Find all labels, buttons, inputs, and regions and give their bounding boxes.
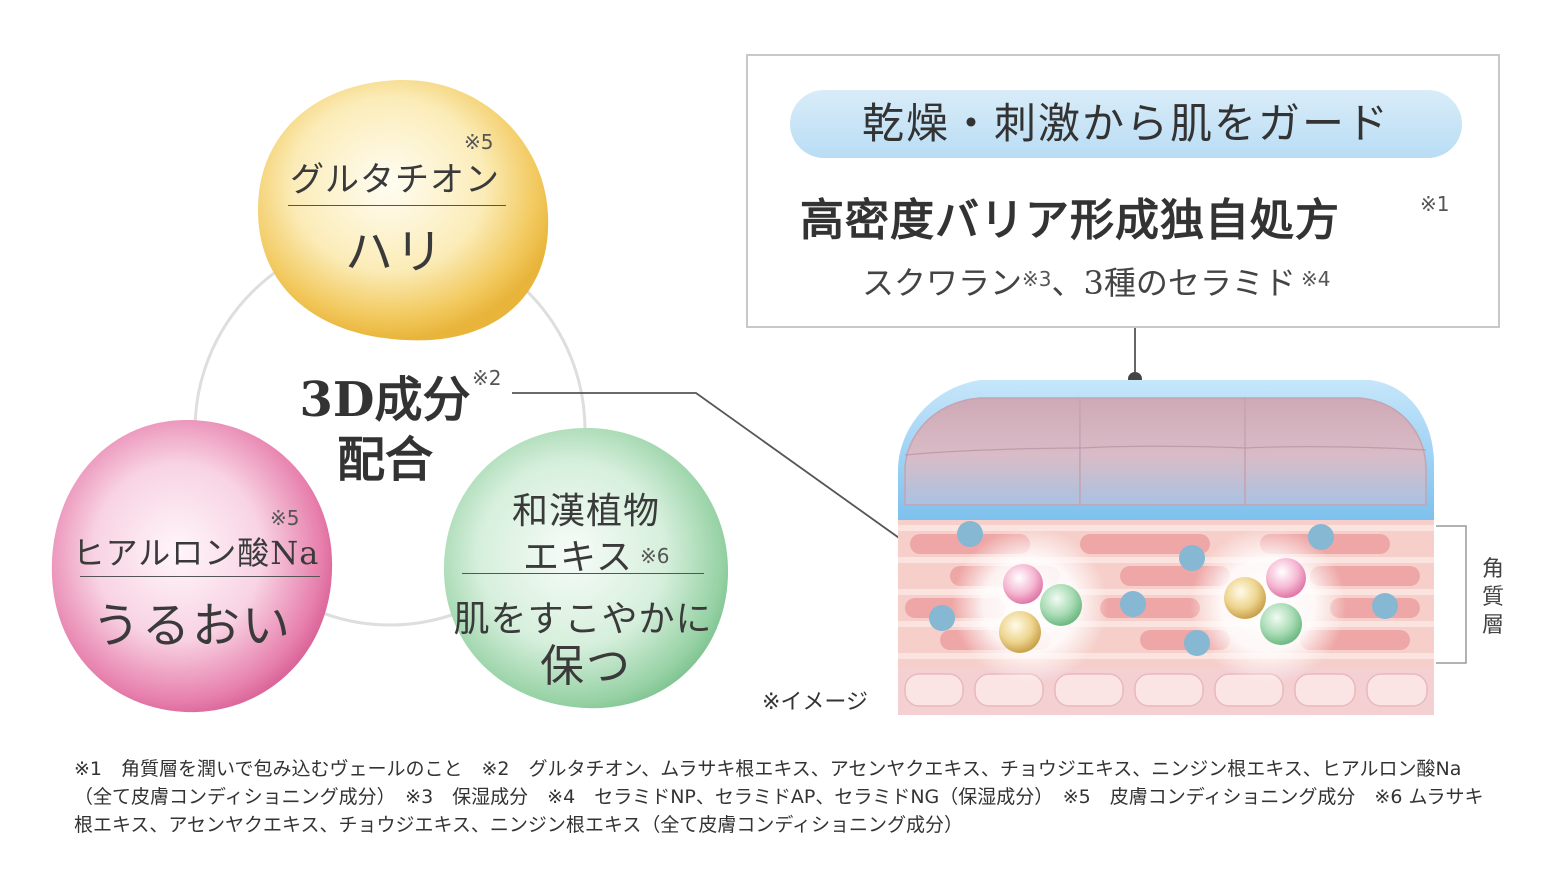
ingredient-spheres — [999, 558, 1306, 653]
center-line2: 配合 — [336, 432, 433, 488]
barrier-headline: 高密度バリア形成独自処方 — [800, 195, 1340, 246]
stratum-corneum-label: 角質層 — [1481, 557, 1504, 638]
footnote: ※1 角質層を潤いで包み込むヴェールのこと ※2 グルタチオン、ムラサキ根エキス… — [74, 758, 1484, 836]
glutathione-divider — [288, 205, 506, 206]
center-note: ※2 — [472, 366, 502, 390]
botanical-benefit-line2: 保つ — [540, 641, 632, 692]
green-bubble — [443, 427, 729, 709]
hyaluronic-benefit: うるおい — [91, 598, 292, 654]
glutathione-benefit: ハリ — [344, 224, 445, 280]
botanical-divider — [462, 573, 704, 574]
glutathione-note: ※5 — [464, 130, 494, 154]
barrier-pill: 乾燥・刺激から肌をガード — [790, 90, 1462, 158]
botanical-title-line2: エキス — [523, 537, 633, 578]
barrier-subline: スクワラン※3、3種のセラミド ※4 — [862, 258, 1330, 304]
bottom-cells — [904, 673, 1428, 707]
center-label: 3D成分 配合 — [285, 370, 485, 490]
squalane-text: スクワラン — [862, 264, 1023, 302]
center-line1: 3D成分 — [299, 372, 471, 428]
yellow-bubble — [258, 79, 549, 341]
stratum-bracket — [1436, 525, 1467, 664]
pointer-line — [512, 392, 994, 606]
ceramide-text: 、3種のセラミド — [1051, 264, 1296, 302]
barrier-cells — [904, 397, 1427, 506]
hyaluronic-title: ヒアルロン酸Na — [72, 534, 320, 572]
hyaluronic-divider — [80, 576, 320, 577]
botanical-title-line1: 和漢植物 — [511, 491, 660, 532]
image-note: ※イメージ — [762, 690, 868, 715]
blue-dots — [929, 521, 1398, 656]
barrier-headline-note: ※1 — [1420, 192, 1450, 216]
botanical-benefit-line1: 肌をすこやかに — [453, 599, 713, 640]
cell-creases — [904, 445, 1427, 456]
glutathione-title: グルタチオン — [290, 160, 500, 200]
glow-right — [1190, 527, 1346, 683]
glow-left — [952, 527, 1108, 683]
hyaluronic-note: ※5 — [270, 506, 300, 530]
squalane-note: ※3 — [1022, 267, 1052, 291]
ceramide-note: ※4 — [1300, 267, 1331, 291]
botanical-note: ※6 — [640, 544, 670, 568]
pink-bubble — [51, 419, 333, 713]
